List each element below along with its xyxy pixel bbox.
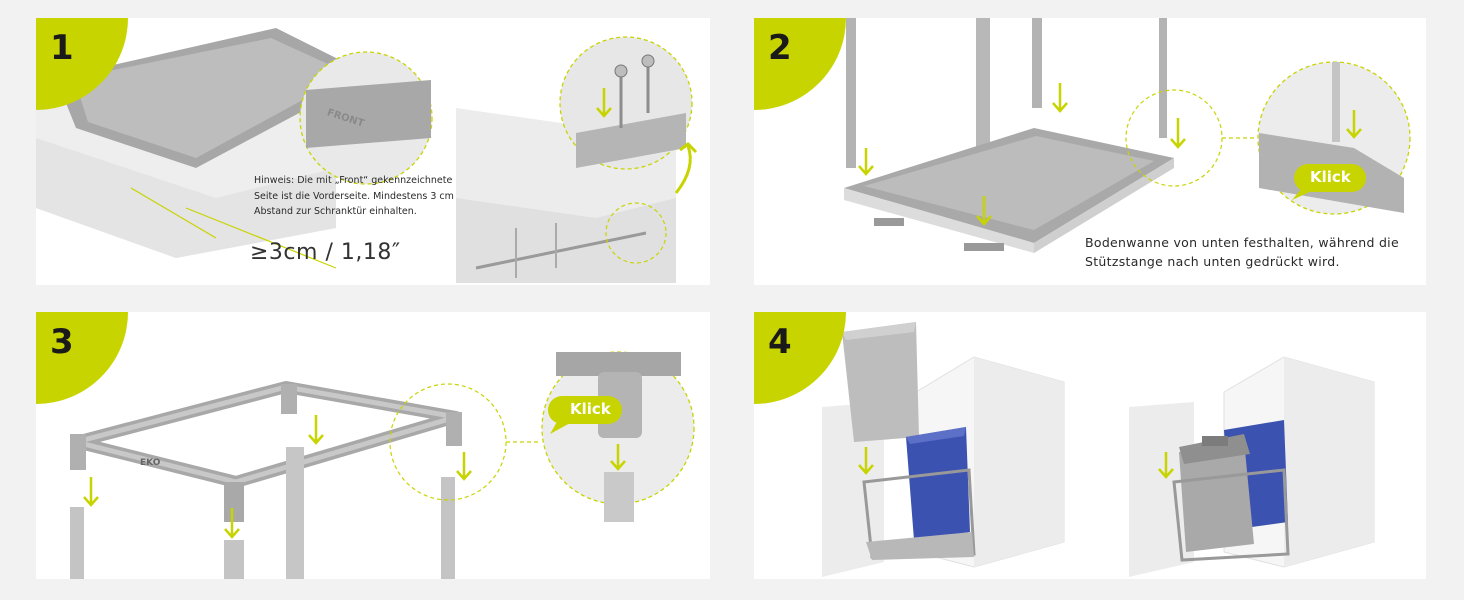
bin-insertion-illustration	[822, 322, 1375, 577]
step-4-panel: 4	[754, 312, 1426, 579]
step-1-badge: 1	[36, 18, 128, 110]
tray-mounting-illustration: FRONT	[36, 28, 698, 283]
step-3-panel: 3 Klick EKO	[36, 312, 710, 579]
step-number: 3	[50, 322, 74, 362]
support-rod-illustration	[844, 18, 1411, 253]
step-2-panel: 2 Klick Bodenwanne von unten festhalten,…	[754, 18, 1426, 285]
front-side-note: Hinweis: Die mit „Front“ gekennzeichnete…	[254, 175, 454, 217]
step-2-badge: 2	[754, 18, 846, 110]
step-number: 2	[768, 28, 792, 68]
step-1-panel: 1 FRONT Hinweis: Die mit „Front“ ge	[36, 18, 710, 285]
step-3-badge: 3	[36, 312, 128, 404]
klick-badge-label: Klick	[570, 400, 611, 418]
klick-badge-label: Klick	[1310, 168, 1351, 186]
step-number: 1	[50, 28, 74, 68]
frame-assembly-illustration	[70, 351, 695, 579]
step-2-caption: Bodenwanne von unten festhalten, während…	[1085, 235, 1399, 269]
min-distance-label: ≥3cm / 1,18″	[250, 240, 401, 265]
eko-logo: EKO	[140, 458, 161, 468]
step-4-badge: 4	[754, 312, 846, 404]
step-number: 4	[768, 322, 792, 362]
